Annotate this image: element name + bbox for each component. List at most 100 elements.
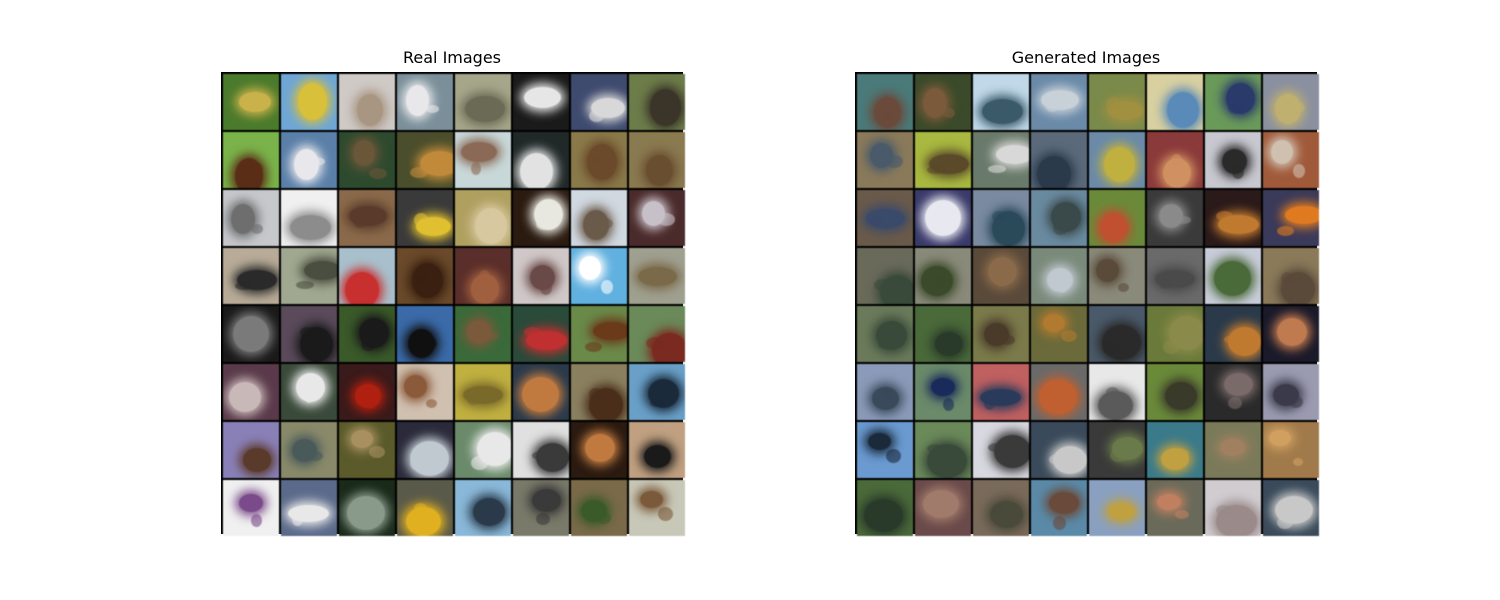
generated-image-thumbnail <box>1205 190 1261 246</box>
real-image-thumbnail <box>455 74 511 130</box>
generated-image-thumbnail <box>1031 132 1087 188</box>
generated-image-thumbnail <box>915 364 971 420</box>
real-image-thumbnail <box>629 74 685 130</box>
generated-image-thumbnail <box>1263 480 1319 536</box>
real-image-thumbnail <box>397 306 453 362</box>
generated-image-thumbnail <box>1147 422 1203 478</box>
real-image-thumbnail <box>281 132 337 188</box>
image-grid-real <box>221 72 685 536</box>
real-image-thumbnail <box>339 248 395 304</box>
real-image-thumbnail <box>629 306 685 362</box>
generated-image-thumbnail <box>1263 190 1319 246</box>
real-image-thumbnail <box>397 364 453 420</box>
real-image-thumbnail <box>397 248 453 304</box>
generated-image-thumbnail <box>1031 422 1087 478</box>
real-image-thumbnail <box>629 248 685 304</box>
generated-image-thumbnail <box>1263 74 1319 130</box>
generated-image-thumbnail <box>915 190 971 246</box>
generated-image-thumbnail <box>1147 248 1203 304</box>
real-image-thumbnail <box>455 422 511 478</box>
real-image-thumbnail <box>397 422 453 478</box>
generated-image-thumbnail <box>1147 132 1203 188</box>
real-image-thumbnail <box>455 190 511 246</box>
real-image-thumbnail <box>571 364 627 420</box>
generated-image-thumbnail <box>1031 190 1087 246</box>
real-image-thumbnail <box>223 132 279 188</box>
generated-image-thumbnail <box>1205 306 1261 362</box>
generated-image-thumbnail <box>1089 74 1145 130</box>
generated-image-thumbnail <box>1147 480 1203 536</box>
real-image-thumbnail <box>513 422 569 478</box>
real-image-thumbnail <box>281 306 337 362</box>
generated-image-thumbnail <box>857 480 913 536</box>
generated-image-thumbnail <box>915 306 971 362</box>
real-image-thumbnail <box>223 422 279 478</box>
real-image-thumbnail <box>223 306 279 362</box>
real-image-thumbnail <box>339 132 395 188</box>
generated-image-thumbnail <box>1205 248 1261 304</box>
real-image-thumbnail <box>455 480 511 536</box>
generated-image-thumbnail <box>1031 364 1087 420</box>
real-image-thumbnail <box>281 364 337 420</box>
real-image-thumbnail <box>339 364 395 420</box>
generated-image-thumbnail <box>857 364 913 420</box>
real-image-thumbnail <box>281 422 337 478</box>
generated-image-thumbnail <box>1089 422 1145 478</box>
generated-image-thumbnail <box>1147 364 1203 420</box>
generated-image-thumbnail <box>1263 364 1319 420</box>
real-image-thumbnail <box>339 74 395 130</box>
real-image-thumbnail <box>571 74 627 130</box>
generated-image-thumbnail <box>1031 306 1087 362</box>
real-image-thumbnail <box>513 248 569 304</box>
generated-image-thumbnail <box>1263 248 1319 304</box>
real-image-thumbnail <box>513 306 569 362</box>
real-image-thumbnail <box>513 74 569 130</box>
real-image-thumbnail <box>281 480 337 536</box>
generated-image-thumbnail <box>915 74 971 130</box>
generated-image-thumbnail <box>973 364 1029 420</box>
generated-image-thumbnail <box>857 190 913 246</box>
generated-image-thumbnail <box>857 74 913 130</box>
generated-image-thumbnail <box>1147 190 1203 246</box>
generated-image-thumbnail <box>1205 364 1261 420</box>
panel-title-real: Real Images <box>402 48 502 67</box>
real-image-thumbnail <box>397 74 453 130</box>
generated-image-thumbnail <box>1089 132 1145 188</box>
generated-image-thumbnail <box>1031 248 1087 304</box>
real-image-thumbnail <box>281 74 337 130</box>
real-image-thumbnail <box>455 248 511 304</box>
real-image-thumbnail <box>513 480 569 536</box>
generated-image-thumbnail <box>1205 132 1261 188</box>
real-image-thumbnail <box>397 190 453 246</box>
real-image-thumbnail <box>455 306 511 362</box>
real-image-thumbnail <box>223 480 279 536</box>
real-image-thumbnail <box>571 132 627 188</box>
real-image-thumbnail <box>629 480 685 536</box>
real-image-thumbnail <box>397 132 453 188</box>
generated-image-thumbnail <box>1147 74 1203 130</box>
real-image-thumbnail <box>339 306 395 362</box>
generated-image-thumbnail <box>1205 74 1261 130</box>
generated-image-thumbnail <box>1263 132 1319 188</box>
real-image-thumbnail <box>629 190 685 246</box>
generated-image-thumbnail <box>857 422 913 478</box>
real-image-thumbnail <box>629 422 685 478</box>
generated-image-thumbnail <box>973 480 1029 536</box>
generated-image-thumbnail <box>857 248 913 304</box>
generated-image-thumbnail <box>915 248 971 304</box>
real-image-thumbnail <box>339 190 395 246</box>
generated-image-thumbnail <box>973 190 1029 246</box>
generated-image-thumbnail <box>1089 306 1145 362</box>
generated-image-thumbnail <box>1089 480 1145 536</box>
real-image-thumbnail <box>513 132 569 188</box>
real-image-thumbnail <box>513 364 569 420</box>
generated-image-thumbnail <box>1031 74 1087 130</box>
generated-image-thumbnail <box>857 306 913 362</box>
generated-image-thumbnail <box>1031 480 1087 536</box>
real-image-thumbnail <box>223 74 279 130</box>
image-grid-generated <box>855 72 1319 536</box>
real-image-thumbnail <box>339 480 395 536</box>
real-image-thumbnail <box>455 132 511 188</box>
real-image-thumbnail <box>571 422 627 478</box>
